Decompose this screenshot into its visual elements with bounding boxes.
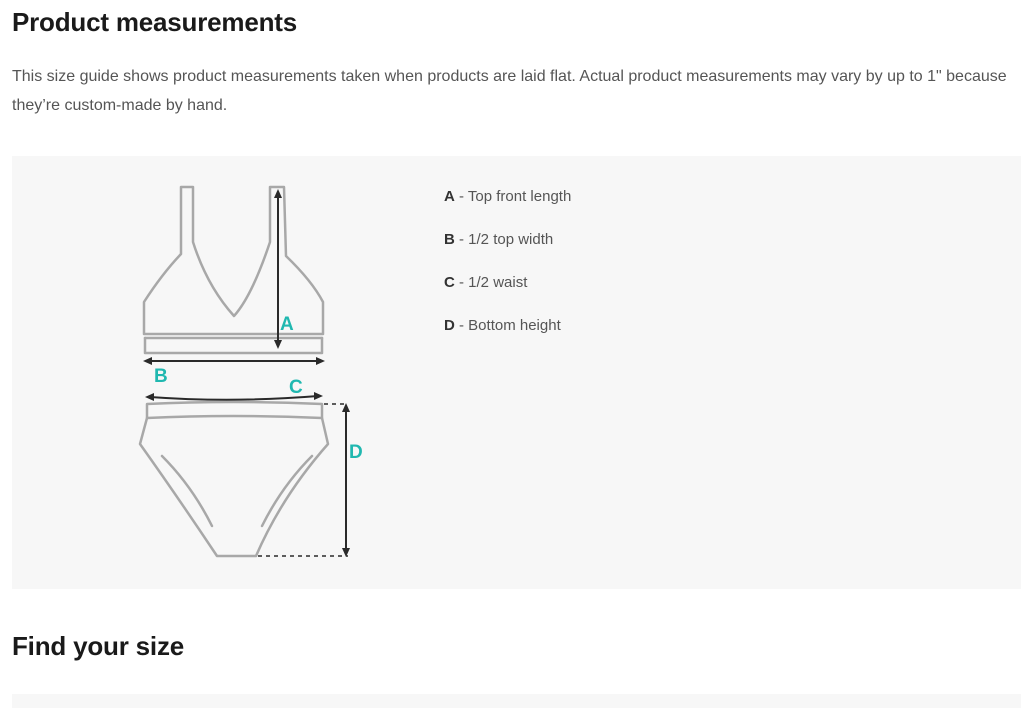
legend-key: B	[444, 231, 455, 248]
measurement-b-label: B	[154, 366, 168, 387]
size-table-panel	[12, 694, 1021, 708]
legend-text: - 1/2 waist	[454, 274, 528, 291]
legend-text: - Bottom height	[454, 317, 561, 334]
measurement-a-label: A	[280, 314, 294, 335]
size-guide-intro: This size guide shows product measuremen…	[12, 68, 1007, 114]
legend-item-c: C - 1/2 waist	[444, 272, 571, 315]
legend-item-b: B - 1/2 top width	[444, 229, 571, 272]
bikini-bottom-outline	[138, 400, 330, 558]
legend-text: - Top front length	[454, 188, 572, 205]
legend-item-a: A - Top front length	[444, 186, 571, 229]
measurement-d-label: D	[349, 442, 363, 463]
measurements-panel: A B C D	[12, 156, 1021, 589]
measurement-a-arrow	[274, 189, 282, 349]
legend-key: A	[444, 188, 455, 205]
legend-item-d: D - Bottom height	[444, 315, 571, 358]
product-measurements-heading: Product measurements	[12, 7, 297, 37]
legend-text: - 1/2 top width	[454, 231, 554, 248]
bikini-top-outline	[142, 185, 325, 355]
measurement-c-arrow	[145, 392, 323, 401]
measurement-legend: A - Top front length B - 1/2 top width C…	[444, 186, 571, 358]
legend-key: C	[444, 274, 455, 291]
measurement-c-label: C	[289, 377, 303, 398]
legend-key: D	[444, 317, 455, 334]
bikini-measurement-diagram: A B C D	[138, 185, 363, 558]
measurement-b-arrow	[143, 357, 325, 365]
find-your-size-heading: Find your size	[12, 631, 185, 661]
measurement-d-arrow	[258, 403, 350, 557]
